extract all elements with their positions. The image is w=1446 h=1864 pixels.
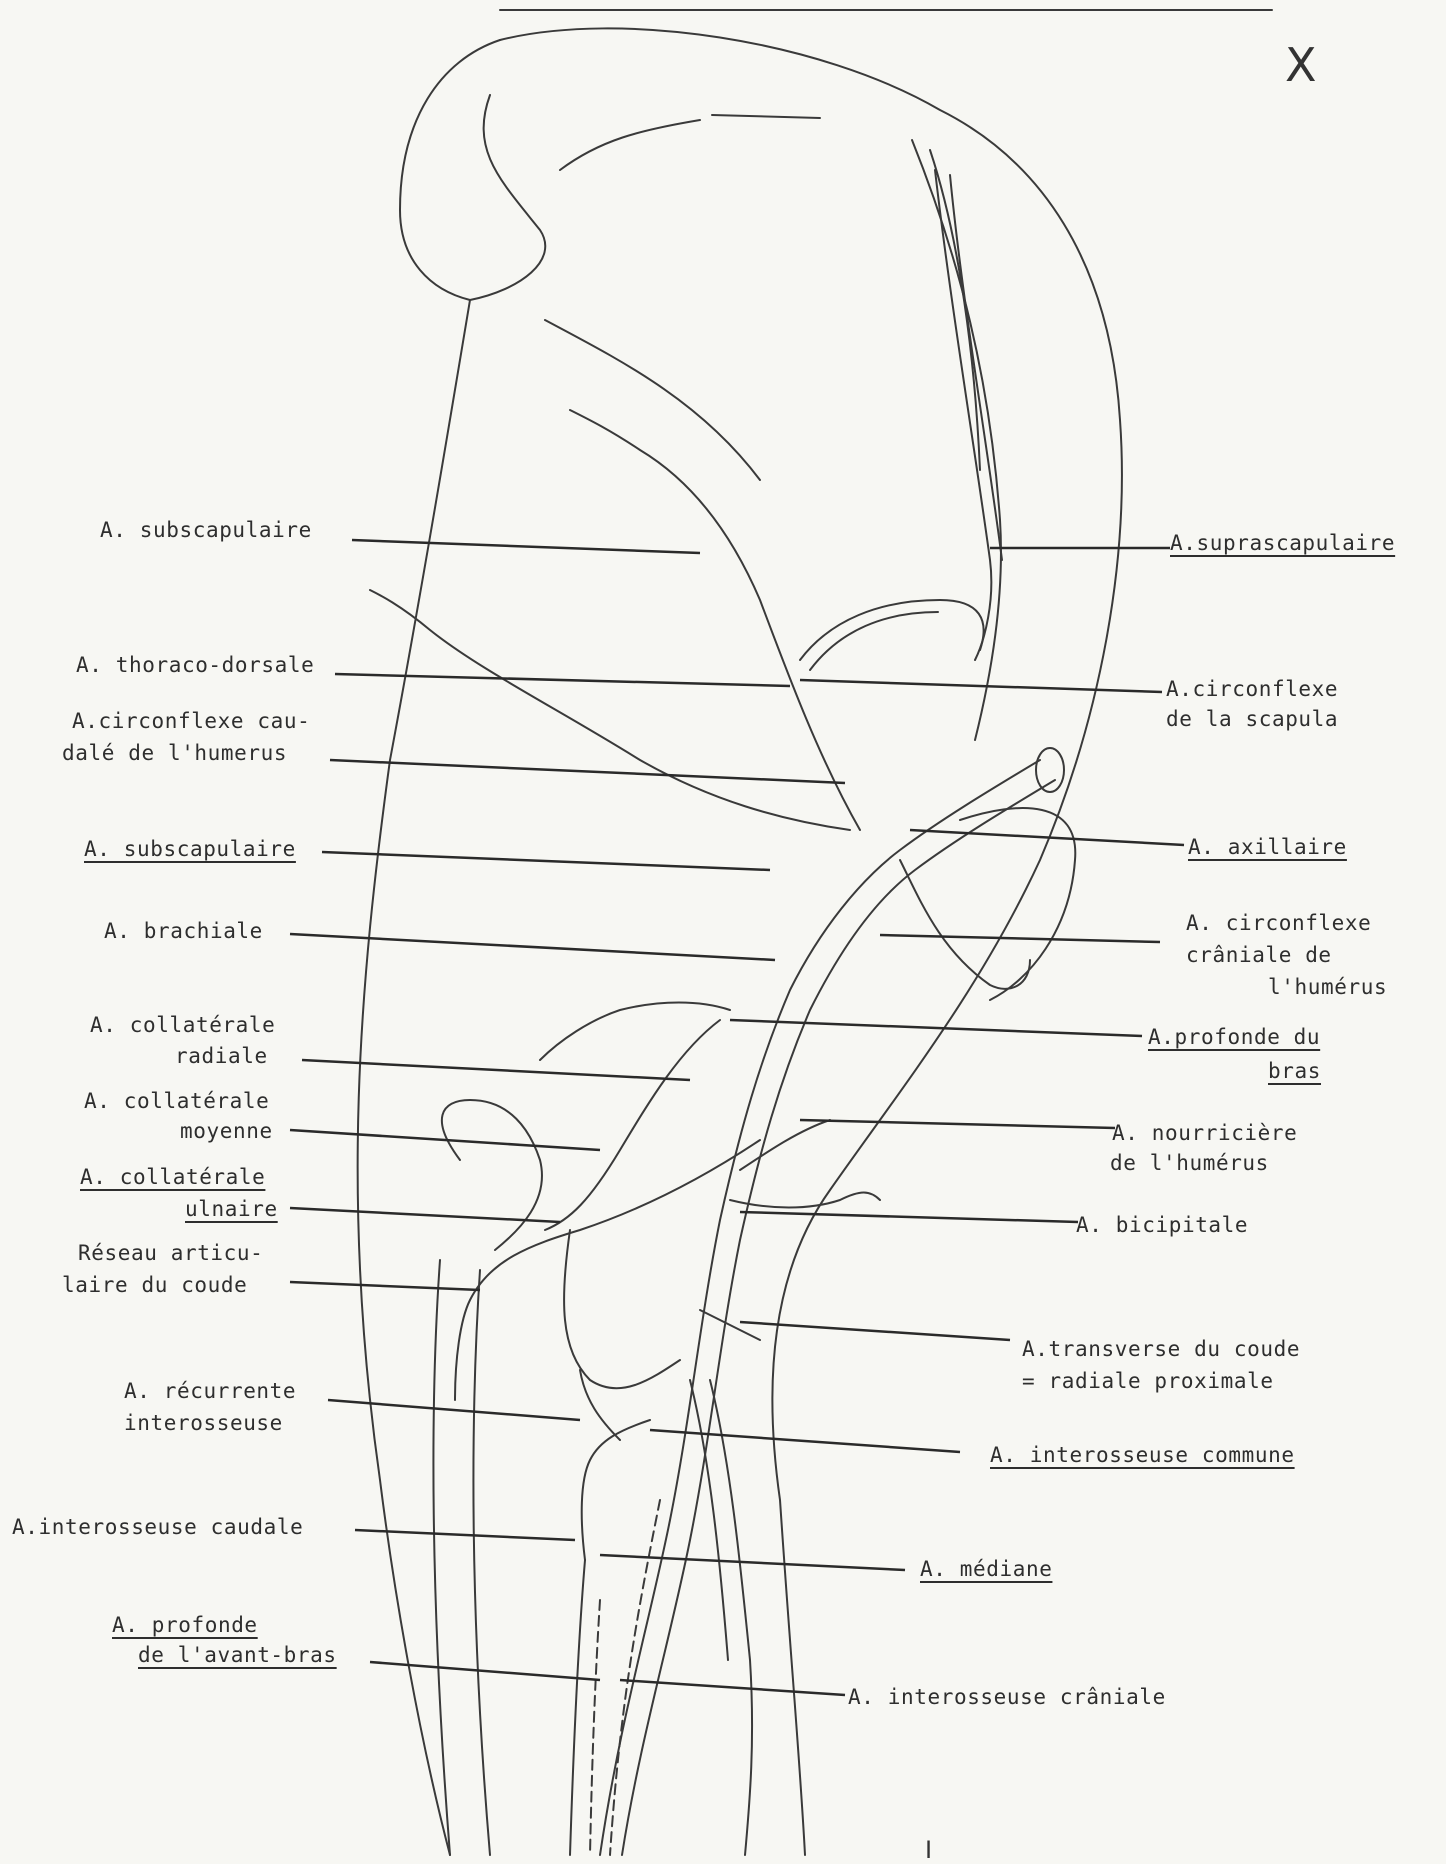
label-collaterale-ulnaire-1: A. collatérale (80, 1164, 265, 1191)
label-collaterale-radiale-1: A. collatérale (90, 1012, 275, 1039)
label-recurrente-1: A. récurrente (124, 1378, 296, 1405)
label-suprascapulaire: A.suprascapulaire (1170, 530, 1395, 557)
circumflex-cranial (900, 860, 1030, 989)
label-circonflexe-scapula-2: de la scapula (1166, 706, 1338, 733)
label-thoraco-dorsale: A. thoraco-dorsale (76, 652, 314, 679)
label-circonflexe-craniale-1: A. circonflexe (1186, 910, 1371, 937)
bicipital-branch (730, 1193, 880, 1208)
label-transverse-1: A.transverse du coude (1022, 1336, 1300, 1363)
label-reseau-1: Réseau articu- (78, 1240, 263, 1267)
subscapular-branch (570, 410, 860, 830)
caudal-interosseous (570, 1560, 585, 1855)
label-circonflexe-scapula-1: A.circonflexe (1166, 676, 1338, 703)
label-interosseuse-commune: A. interosseuse commune (990, 1442, 1295, 1469)
label-circonflexe-craniale-3: l'humérus (1268, 974, 1387, 1001)
interosseous-common (582, 1420, 650, 1560)
label-axillaire: A. axillaire (1188, 834, 1347, 861)
label-profonde-bras-2: bras (1268, 1058, 1321, 1085)
label-nourriciere-1: A. nourricière (1112, 1120, 1297, 1147)
label-mediane: A. médiane (920, 1556, 1052, 1583)
collateral-radial (545, 1020, 720, 1230)
thoraco-dorsal-branch (370, 590, 850, 830)
label-collaterale-ulnaire-2: ulnaire (185, 1196, 278, 1223)
label-collaterale-radiale-2: radiale (175, 1043, 268, 1070)
label-circonflexe-caudale-1: A.circonflexe cau- (72, 708, 310, 735)
label-collaterale-moyenne-2: moyenne (180, 1118, 273, 1145)
olecranon-outline (442, 1100, 542, 1250)
label-subscapulaire-top: A. subscapulaire (100, 517, 312, 544)
label-profonde-bras-1: A.profonde du (1148, 1024, 1320, 1051)
collateral-ulnar (455, 1140, 760, 1400)
label-interosseuse-caudale: A.interosseuse caudale (12, 1514, 303, 1541)
deep-brachial (540, 1003, 730, 1061)
label-circonflexe-craniale-2: crâniale de (1186, 942, 1332, 969)
label-bicipitale: A. bicipitale (1076, 1212, 1248, 1239)
label-brachiale: A. brachiale (104, 918, 263, 945)
label-interosseuse-craniale: A. interosseuse crâniale (848, 1684, 1166, 1711)
bottom-i-mark: I (925, 1836, 932, 1864)
label-subscapulaire-mid: A. subscapulaire (84, 836, 296, 863)
label-collaterale-moyenne-1: A. collatérale (84, 1088, 269, 1115)
label-profonde-avant-bras-2: de l'avant-bras (138, 1642, 337, 1669)
cranial-interosseous (590, 1600, 600, 1855)
label-profonde-avant-bras-1: A. profonde (112, 1612, 258, 1639)
recurrent-interosseous (580, 1370, 620, 1440)
axillary-artery-section (1036, 748, 1064, 792)
label-nourriciere-2: de l'humérus (1110, 1150, 1269, 1177)
label-circonflexe-caudale-2: dalé de l'humerus (62, 740, 287, 767)
transverse-elbow (700, 1310, 760, 1340)
corner-x-mark: X (1285, 38, 1317, 92)
scapula-head-outline (470, 95, 545, 300)
label-reseau-2: laire du coude (62, 1272, 247, 1299)
label-recurrente-2: interosseuse (124, 1410, 283, 1437)
suprascapular-branch (935, 170, 991, 660)
limb-outline (358, 40, 500, 1855)
label-transverse-2: = radiale proximale (1022, 1368, 1274, 1395)
